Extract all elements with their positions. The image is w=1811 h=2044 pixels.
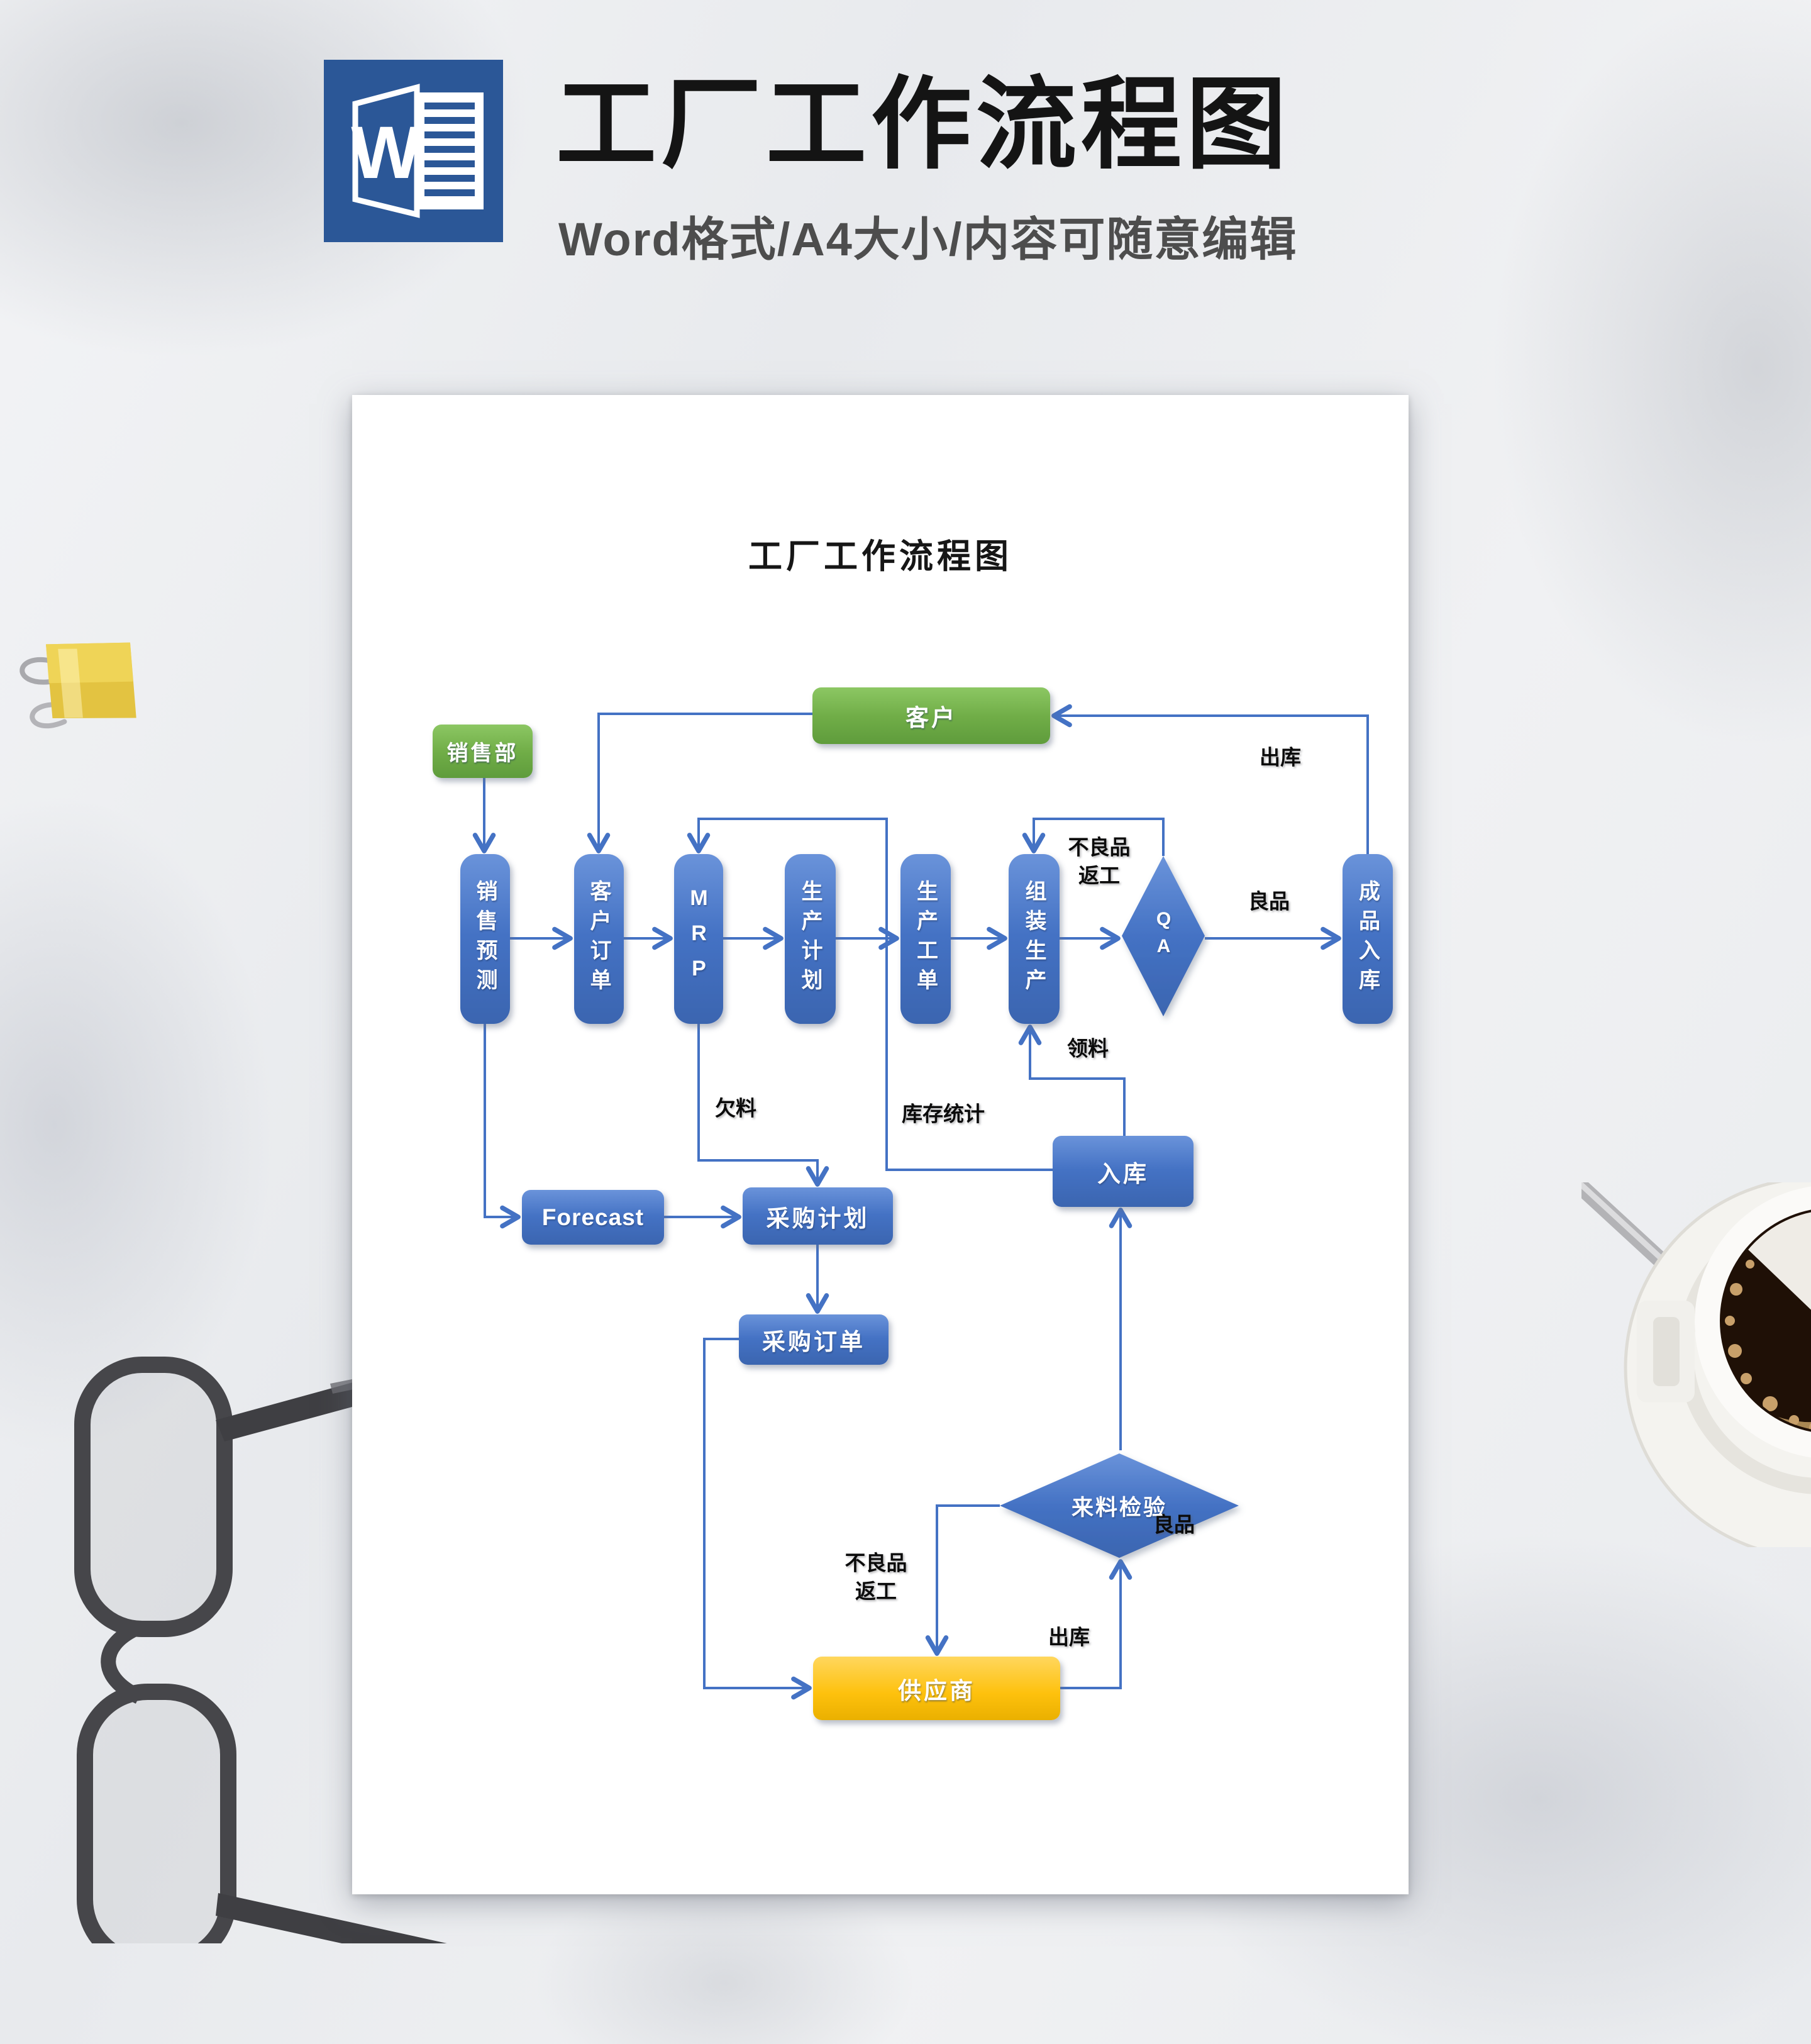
label-defect-rework-bottom: 不良品 返工 xyxy=(845,1549,907,1605)
label-defect-bottom-line1: 不良品 xyxy=(845,1551,907,1575)
label-outbound-bottom: 出库 xyxy=(1048,1625,1090,1649)
binder-clip-decoration xyxy=(19,642,136,729)
label-defect-bottom-line2: 返工 xyxy=(855,1579,897,1602)
incoming-inspection-label: 来料检验 xyxy=(1071,1495,1167,1520)
node-sales-forecast: 销售预测 xyxy=(460,854,510,1024)
document-page: 工厂工作流程图 xyxy=(352,395,1409,1894)
node-supplier: 供应商 xyxy=(813,1657,1060,1720)
label-defect-rework-top: 不良品 返工 xyxy=(1068,833,1131,889)
node-storage-in: 入库 xyxy=(1053,1136,1193,1207)
page-title: 工厂工作流程图 xyxy=(556,68,1292,181)
node-mrp: MRP xyxy=(674,854,723,1024)
node-forecast: Forecast xyxy=(522,1190,664,1245)
label-good-top: 良品 xyxy=(1248,889,1290,913)
node-customer-order: 客户订单 xyxy=(574,854,624,1024)
node-production-work-order: 生产工单 xyxy=(900,854,951,1024)
flowchart-title: 工厂工作流程图 xyxy=(748,538,1012,575)
node-assembly-production: 组装生产 xyxy=(1009,854,1060,1024)
node-finished-goods-storage: 成品入库 xyxy=(1343,854,1393,1024)
qa-diamond xyxy=(1122,856,1205,1016)
node-sales-dept: 销售部 xyxy=(433,725,533,778)
node-purchase-plan: 采购计划 xyxy=(743,1187,893,1245)
label-outbound-top: 出库 xyxy=(1260,745,1301,769)
label-material-shortage: 欠料 xyxy=(715,1096,756,1120)
page-subtitle: Word格式/A4大小/内容可随意编辑 xyxy=(558,213,1298,265)
flowchart-edges xyxy=(472,704,1369,1700)
label-defect-top-line1: 不良品 xyxy=(1068,835,1131,859)
label-defect-top-line2: 返工 xyxy=(1078,864,1120,887)
label-stock-stats: 库存统计 xyxy=(902,1102,985,1126)
qa-diamond-label: QA xyxy=(1153,909,1174,963)
word-icon-letter: W xyxy=(351,111,421,194)
node-customer: 客户 xyxy=(812,687,1050,744)
coffee-cup-decoration xyxy=(1581,1182,1811,1547)
node-production-plan: 生产计划 xyxy=(785,854,836,1024)
word-logo-icon: W xyxy=(324,60,503,242)
node-purchase-order: 采购订单 xyxy=(739,1314,889,1365)
label-good-bottom: 良品 xyxy=(1153,1513,1195,1536)
label-material-draw: 领料 xyxy=(1067,1036,1109,1060)
incoming-inspection-diamond xyxy=(1000,1453,1239,1558)
